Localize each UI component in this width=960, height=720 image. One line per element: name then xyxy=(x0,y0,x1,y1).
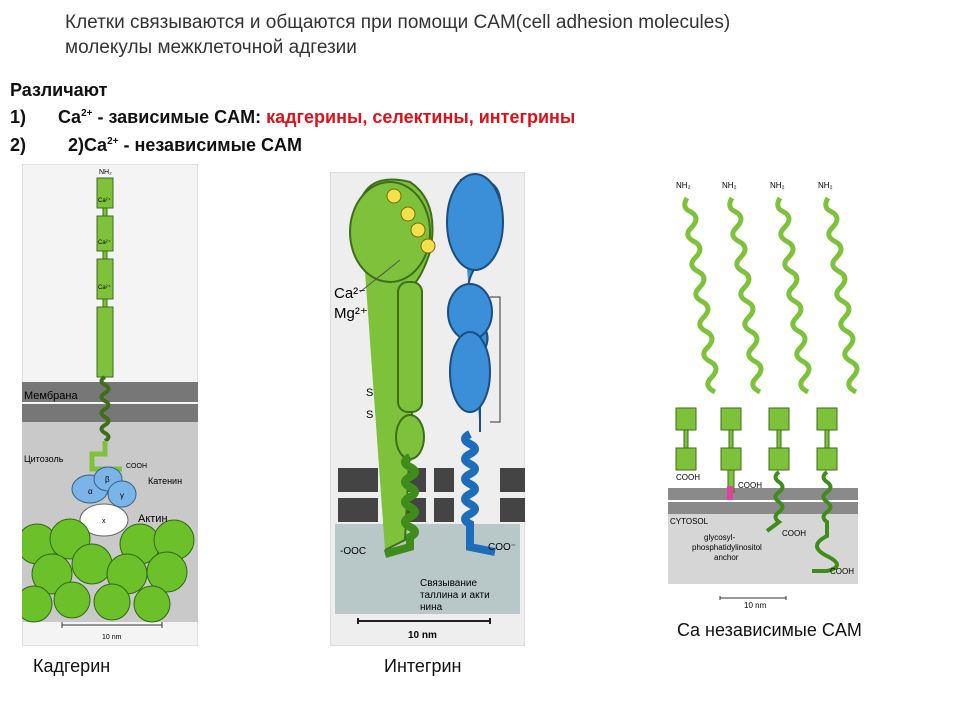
cad-x-label: x xyxy=(102,518,106,525)
cad-ca-label-2: Ca²⁺ xyxy=(98,239,111,246)
int-binding-label-1: Связывание xyxy=(420,578,477,589)
cad-ca-label-1: Ca²⁺ xyxy=(98,197,111,204)
item-2-sup: 2+ xyxy=(107,136,119,147)
list-item-2: 2) 2)Ca2+ - независимые CAM xyxy=(10,135,302,156)
item-1-prefix: Ca xyxy=(58,107,82,127)
cad-catenin-label: Катенин xyxy=(148,476,182,486)
item-2-prefix: 2)Ca xyxy=(68,135,108,155)
title-line-2: молекулы межклеточной адгезии xyxy=(65,37,357,58)
cad-scale-label: 10 nm xyxy=(102,634,122,641)
int-s1-label: S xyxy=(366,387,373,399)
cam-chain-1 xyxy=(675,196,719,471)
caption-ca-independent: Ca независимые CAM xyxy=(677,620,862,640)
int-binding-label-3: нина xyxy=(420,602,443,613)
int-s2-label: S xyxy=(366,409,373,421)
cad-actin-label: Актин xyxy=(138,513,168,525)
item-2-number: 2) xyxy=(10,135,27,155)
title-line-1: Клетки связываются и общаются при помощи… xyxy=(65,12,731,33)
int-coo-label: COO⁻ xyxy=(488,542,516,553)
cad-gamma-label: γ xyxy=(120,491,124,500)
caption-cadherin: Кадгерин xyxy=(33,656,111,676)
cadherin-figure: NH₂ Ca²⁺ Ca²⁺ Ca²⁺ Мембрана Цитозоль COO… xyxy=(22,164,198,646)
int-ca-label: Ca²⁻ xyxy=(334,285,366,302)
item-1-highlight: кадгерины, селектины, интегрины xyxy=(266,107,576,127)
int-ooc-label: -OOC xyxy=(340,546,366,557)
item-1-text: - зависимые CAM: xyxy=(92,107,267,127)
cam-chain-4 xyxy=(812,196,860,573)
ind-cooh-1: COOH xyxy=(676,473,700,482)
ind-cooh-3: COOH xyxy=(782,529,806,538)
ind-scale-label: 10 nm xyxy=(744,601,767,610)
ind-nh2-3: NH₂ xyxy=(770,181,785,190)
integrin-figure: Ca²⁻ Mg²⁺ S S -OOC COO⁻ Связывание талли… xyxy=(330,172,525,646)
ind-gpi-label-1: glycosyl- xyxy=(704,533,735,542)
ind-nh2-2: NH₂ xyxy=(722,181,737,190)
cam-chain-3 xyxy=(765,196,812,533)
item-1-sup: 2+ xyxy=(81,108,93,119)
ind-cytosol-label: CYTOSOL xyxy=(670,517,709,526)
cad-nh2-label: NH₂ xyxy=(99,169,112,176)
slide-title: Клетки связываются и общаются при помощи… xyxy=(65,10,730,60)
ind-cooh-2: COOH xyxy=(738,481,762,490)
caption-integrin: Интегрин xyxy=(384,656,462,676)
list-item-1: 1) Ca2+ - зависимые CAM: кадгерины, селе… xyxy=(10,107,575,128)
ca-independent-figure: NH₂ NH₂ NH₂ NH₂ COOH COOH COOH COOH CYTO… xyxy=(662,176,874,610)
cad-alpha-label: α xyxy=(88,487,93,496)
cam-chain-2 xyxy=(720,196,764,493)
int-scale-label: 10 nm xyxy=(408,630,437,641)
ind-nh2-1: NH₂ xyxy=(676,181,691,190)
cad-ca-label-3: Ca²⁺ xyxy=(98,284,111,291)
cad-beta-label: β xyxy=(105,475,110,484)
ind-cooh-4: COOH xyxy=(830,567,854,576)
item-1-number: 1) xyxy=(10,107,27,127)
ind-gpi-label-2: phosphatidylinositol xyxy=(692,543,762,552)
ind-nh2-4: NH₂ xyxy=(818,181,833,190)
int-mg-label: Mg²⁺ xyxy=(334,305,368,322)
cad-cooh-label: COOH xyxy=(126,463,147,470)
int-binding-label-2: таллина и акти xyxy=(420,590,490,601)
ind-gpi-label-3: anchor xyxy=(714,553,739,562)
list-heading: Различают xyxy=(10,80,108,100)
cad-cytosol-label: Цитозоль xyxy=(24,454,64,464)
cad-membrane-label: Мембрана xyxy=(24,390,78,402)
item-2-text: - независимые CAM xyxy=(118,135,302,155)
